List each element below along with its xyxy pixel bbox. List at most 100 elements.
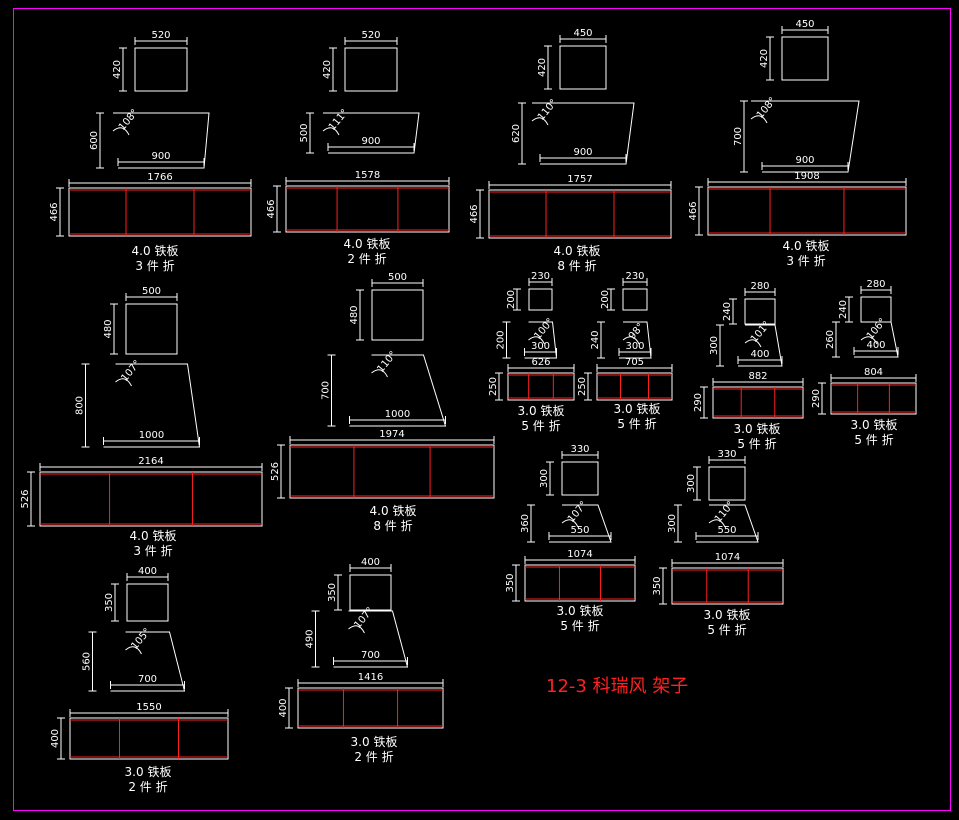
material-label: 3.0 铁板: [557, 604, 604, 618]
angle-arc: [125, 646, 142, 655]
side-height-dim-label: 700: [321, 381, 332, 400]
top-height-dim-label: 420: [112, 60, 123, 79]
top-height-dim-label: 200: [600, 290, 611, 309]
top-width-dim-label: 330: [717, 449, 736, 460]
top-height-dim-label: 240: [722, 302, 733, 321]
strip-height-dim-label: 526: [270, 462, 281, 481]
side-view: [110, 631, 186, 692]
bottom-width-dim-label: 900: [795, 155, 814, 166]
side-height-dim-label: 300: [667, 514, 678, 533]
bend-label: 3 件 折: [135, 258, 174, 273]
side-view: [751, 100, 860, 173]
top-height-dim-label: 240: [838, 300, 849, 319]
top-width-dim-label: 230: [531, 271, 550, 282]
top-height-dim-label: 420: [759, 49, 770, 68]
bottom-width-dim-label: 900: [573, 147, 592, 158]
side-view: [854, 321, 899, 358]
angle-arc: [750, 115, 768, 124]
strip-outline: [285, 185, 450, 233]
bottom-width-dim-label: 1000: [139, 430, 164, 441]
side-view: [333, 610, 409, 668]
bend-label: 2 件 折: [354, 749, 393, 764]
total-length-dim-label: 1757: [567, 174, 592, 185]
bend-label: 8 件 折: [373, 518, 412, 533]
top-view: [344, 47, 398, 92]
bend-label: 3 件 折: [133, 543, 172, 558]
top-height-dim-label: 420: [537, 58, 548, 77]
strip-height-dim-label: 290: [693, 393, 704, 412]
top-view: [561, 461, 599, 496]
side-view: [113, 112, 210, 169]
strip-height-dim-label: 350: [652, 576, 663, 595]
bend-label: 2 件 折: [128, 779, 167, 794]
angle-arc: [528, 336, 545, 345]
side-view: [349, 354, 447, 427]
bottom-width-dim-label: 700: [138, 674, 157, 685]
strip-outline: [289, 444, 495, 499]
bottom-width-dim-label: 550: [570, 525, 589, 536]
strip-height-dim-label: 526: [20, 489, 31, 508]
top-height-dim-label: 350: [104, 593, 115, 612]
side-height-dim-label: 800: [75, 396, 86, 415]
side-height-dim-label: 240: [590, 330, 601, 349]
material-label: 4.0 铁板: [370, 504, 417, 518]
strip-height-dim-label: 290: [811, 389, 822, 408]
bottom-width-dim-label: 400: [750, 349, 769, 360]
top-view: [134, 47, 188, 92]
strip-outline: [68, 187, 252, 237]
total-length-dim-label: 1550: [136, 702, 161, 713]
bottom-width-dim-label: 300: [625, 341, 644, 352]
material-label: 4.0 铁板: [130, 529, 177, 543]
total-length-dim-label: 626: [531, 357, 550, 368]
strip-height-dim-label: 250: [577, 377, 588, 396]
bend-label: 8 件 折: [557, 258, 596, 273]
strip-height-dim-label: 350: [505, 573, 516, 592]
top-view: [349, 574, 392, 611]
top-width-dim-label: 520: [151, 30, 170, 41]
angle-arc: [115, 378, 132, 387]
bottom-width-dim-label: 1000: [385, 409, 410, 420]
angle-arc: [708, 519, 726, 528]
bottom-width-dim-label: 550: [717, 525, 736, 536]
strip-outline: [39, 471, 263, 527]
bend-label: 5 件 折: [737, 436, 776, 451]
material-label: 4.0 铁板: [132, 244, 179, 258]
bottom-width-dim-label: 400: [866, 340, 885, 351]
top-view: [622, 288, 648, 311]
bottom-width-dim-label: 300: [531, 341, 550, 352]
strip-outline: [297, 687, 444, 729]
total-length-dim-label: 705: [625, 357, 644, 368]
angle-arc: [348, 625, 365, 634]
strip-height-dim-label: 250: [488, 377, 499, 396]
bend-label: 3 件 折: [786, 253, 825, 268]
top-width-dim-label: 400: [361, 557, 380, 568]
material-label: 4.0 铁板: [554, 244, 601, 258]
top-height-dim-label: 300: [539, 469, 550, 488]
bend-label: 5 件 折: [617, 416, 656, 431]
top-width-dim-label: 400: [138, 566, 157, 577]
strip-outline: [507, 372, 575, 401]
strip-height-dim-label: 400: [50, 729, 61, 748]
total-length-dim-label: 1578: [355, 170, 380, 181]
total-length-dim-label: 1074: [567, 549, 592, 560]
strip-outline: [707, 186, 907, 236]
angle-arc: [860, 336, 878, 345]
strip-outline: [488, 189, 672, 239]
strip-outline: [596, 372, 673, 401]
angle-arc: [622, 336, 640, 345]
top-view: [371, 289, 424, 341]
bend-label: 5 件 折: [854, 432, 893, 447]
material-label: 3.0 铁板: [614, 402, 661, 416]
side-view: [619, 321, 652, 359]
top-height-dim-label: 200: [506, 290, 517, 309]
side-view: [738, 324, 783, 367]
side-view: [524, 321, 558, 359]
drawing-title: 12-3 科瑞风 架子: [546, 676, 688, 697]
strip-outline: [830, 382, 917, 415]
top-width-dim-label: 500: [142, 286, 161, 297]
top-view: [744, 298, 776, 325]
strip-height-dim-label: 466: [49, 202, 60, 221]
